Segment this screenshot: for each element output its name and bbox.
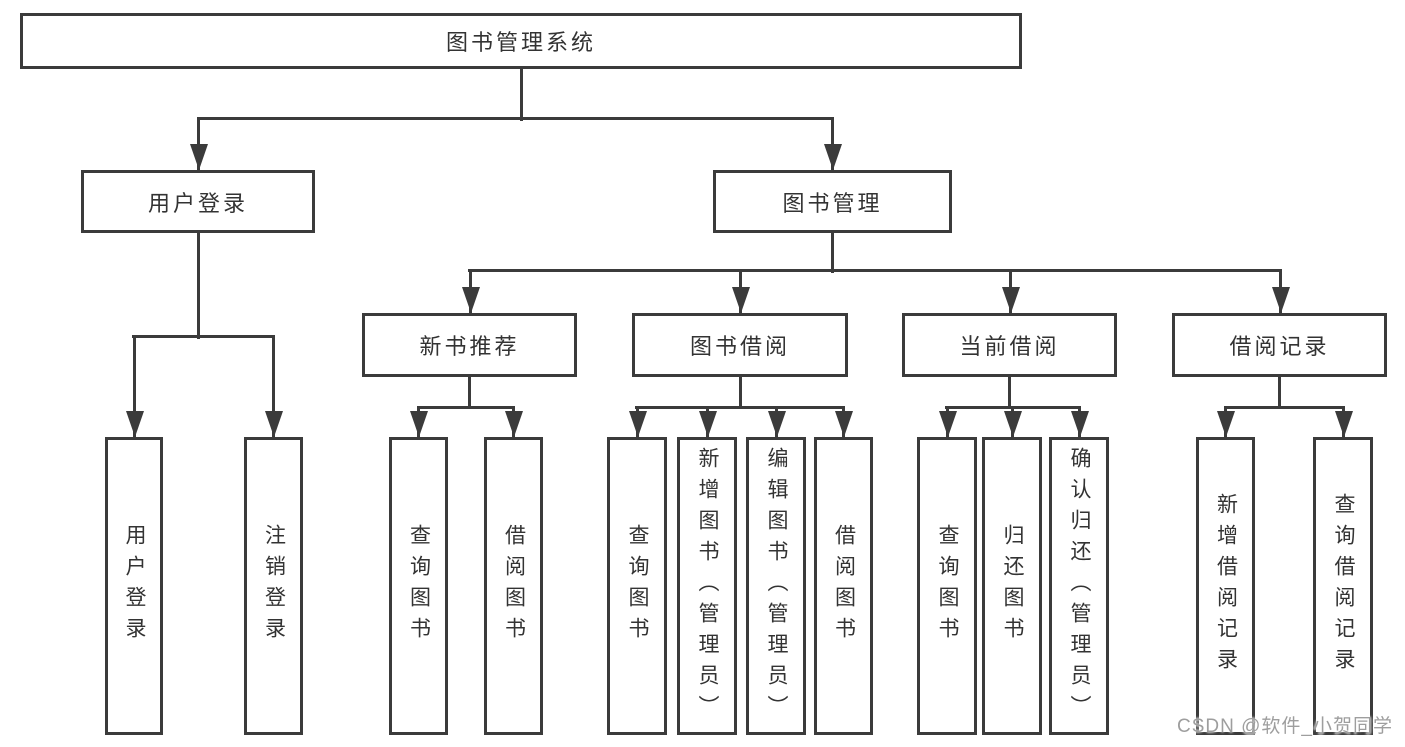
node-new-book-recommend: 新书推荐 [362, 313, 577, 377]
node-book-borrow: 图书借阅 [632, 313, 848, 377]
arrow-down-icon [946, 407, 949, 437]
leaf-edit-book-admin: 编辑图书（管理员） [746, 437, 806, 735]
connector-line [468, 377, 471, 409]
node-current-borrow: 当前借阅 [902, 313, 1117, 377]
leaf-logout: 注销登录 [244, 437, 303, 735]
connector-line [197, 117, 834, 120]
arrow-down-icon [831, 118, 834, 170]
arrow-down-icon [775, 407, 778, 437]
arrow-down-icon [1224, 407, 1227, 437]
arrow-down-icon [1009, 270, 1012, 313]
connector-line [739, 377, 742, 409]
node-borrow-record: 借阅记录 [1172, 313, 1387, 377]
connector-line [1278, 377, 1281, 409]
node-current-borrow-label: 当前借阅 [959, 334, 1060, 359]
arrow-down-icon [512, 407, 515, 437]
arrow-down-icon [272, 336, 275, 437]
leaf-borrow-book-recommend: 借阅图书 [484, 437, 543, 735]
node-book-management-label: 图书管理 [782, 190, 883, 216]
arrow-down-icon [1342, 407, 1345, 437]
arrow-down-icon [1078, 407, 1081, 437]
leaf-add-borrow-record: 新增借阅记录 [1196, 437, 1255, 735]
node-new-book-recommend-label: 新书推荐 [419, 334, 520, 359]
arrow-down-icon [133, 336, 136, 437]
leaf-query-borrow-record: 查询借阅记录 [1313, 437, 1373, 735]
leaf-query-book-borrow: 查询图书 [607, 437, 667, 735]
connector-line [635, 406, 845, 409]
arrow-down-icon [739, 270, 742, 313]
arrow-down-icon [197, 118, 200, 170]
connector-line [132, 335, 275, 338]
leaf-add-book-admin: 新增图书（管理员） [677, 437, 737, 735]
node-book-borrow-label: 图书借阅 [689, 334, 790, 359]
arrow-down-icon [1011, 407, 1014, 437]
leaf-confirm-return-admin: 确认归还（管理员） [1049, 437, 1109, 735]
leaf-return-book: 归还图书 [982, 437, 1042, 735]
node-borrow-record-label: 借阅记录 [1229, 334, 1330, 359]
watermark: CSDN @软件_小贺同学 [1177, 716, 1393, 737]
node-book-management: 图书管理 [713, 170, 952, 233]
leaf-query-book-recommend: 查询图书 [389, 437, 448, 735]
connector-line [1008, 377, 1011, 409]
arrow-down-icon [842, 407, 845, 437]
leaf-user-login: 用户登录 [105, 437, 163, 735]
node-root: 图书管理系统 [20, 13, 1022, 69]
arrow-down-icon [706, 407, 709, 437]
connector-line [1224, 406, 1345, 409]
connector-line [417, 406, 515, 409]
connector-line [520, 69, 523, 121]
arrow-down-icon [1279, 270, 1282, 313]
arrow-down-icon [417, 407, 420, 437]
node-root-label: 图书管理系统 [445, 30, 596, 55]
leaf-query-book-current: 查询图书 [917, 437, 977, 735]
connector-line [831, 233, 834, 273]
node-user-login-label: 用户登录 [147, 190, 248, 216]
connector-line [197, 233, 200, 339]
node-user-login: 用户登录 [81, 170, 315, 233]
leaf-borrow-book: 借阅图书 [814, 437, 873, 735]
arrow-down-icon [636, 407, 639, 437]
connector-line [468, 269, 1282, 272]
arrow-down-icon [469, 270, 472, 313]
